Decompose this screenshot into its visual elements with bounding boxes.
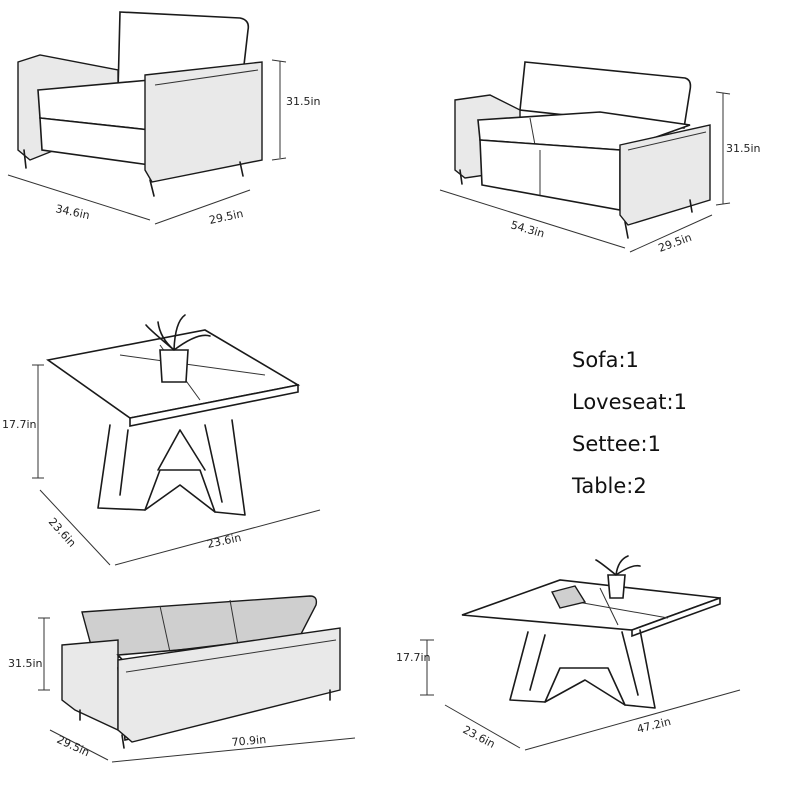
square-table-depth-label: 23.6in [46,515,79,549]
square-table-drawing [32,314,321,566]
armchair-height-label: 31.5in [286,95,321,108]
armchair-width-label: 34.6in [54,202,90,222]
count-table: Table:2 [572,474,647,498]
square-table-width-label: 23.6in [206,531,242,551]
sofa-depth-label: 29.5in [55,733,92,759]
count-loveseat: Loveseat:1 [572,390,687,414]
count-settee: Settee:1 [572,432,661,456]
sofa-drawing [38,595,356,763]
item-count-list: Sofa:1 Loveseat:1 Settee:1 Table:2 [572,345,687,513]
armchair-depth-label: 29.5in [208,207,244,227]
loveseat-depth-label: 29.5in [657,231,694,255]
square-table-height-label: 17.7in [2,418,37,431]
count-sofa: Sofa:1 [572,348,639,372]
loveseat-height-label: 31.5in [726,142,761,155]
sofa-height-label: 31.5in [8,657,43,670]
coffee-table-depth-label: 23.6in [461,723,498,751]
armchair-drawing [7,11,287,225]
coffee-table-height-label: 17.7in [396,651,431,664]
loveseat-drawing [439,61,731,253]
sofa-width-label: 70.9in [231,733,267,749]
coffee-table-drawing [420,555,741,751]
